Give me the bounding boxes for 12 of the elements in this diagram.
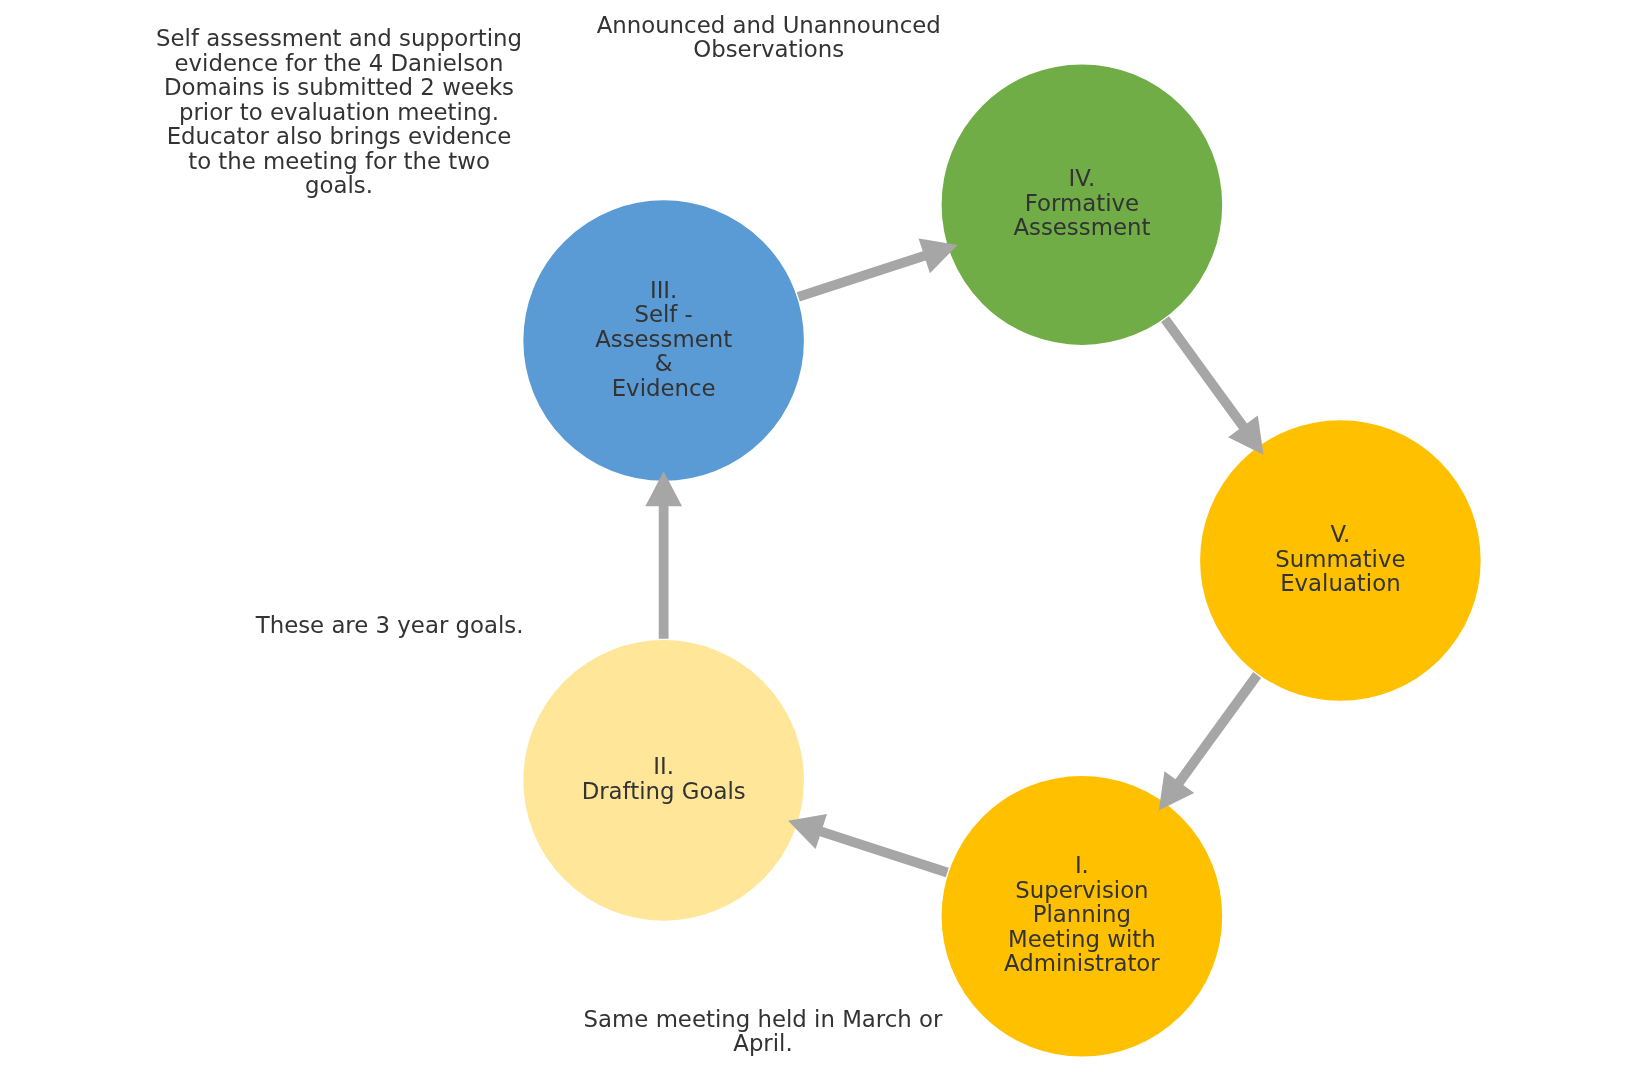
node-circle: V. Summative Evaluation	[1198, 418, 1483, 703]
arrow	[788, 814, 949, 878]
arrow	[796, 238, 958, 302]
arrow	[1161, 316, 1264, 455]
node-label: Announced and Unannounced Observations	[596, 11, 941, 63]
arrow	[1158, 672, 1262, 811]
arrow	[645, 471, 682, 639]
node-label: These are 3 year goals.	[255, 612, 524, 639]
node-circle: III. Self - Assessment & Evidence	[521, 198, 806, 483]
node-label: Self assessment and supporting evidence for the 4 Danielson Domains is submitted 2 weeks prior to evaluation meeting. Educator also brings evidence to the meeting for the two goals.	[156, 25, 522, 199]
node-circle: II. Drafting Goals	[521, 638, 806, 923]
node-circle: IV. Formative Assessment	[939, 62, 1224, 347]
